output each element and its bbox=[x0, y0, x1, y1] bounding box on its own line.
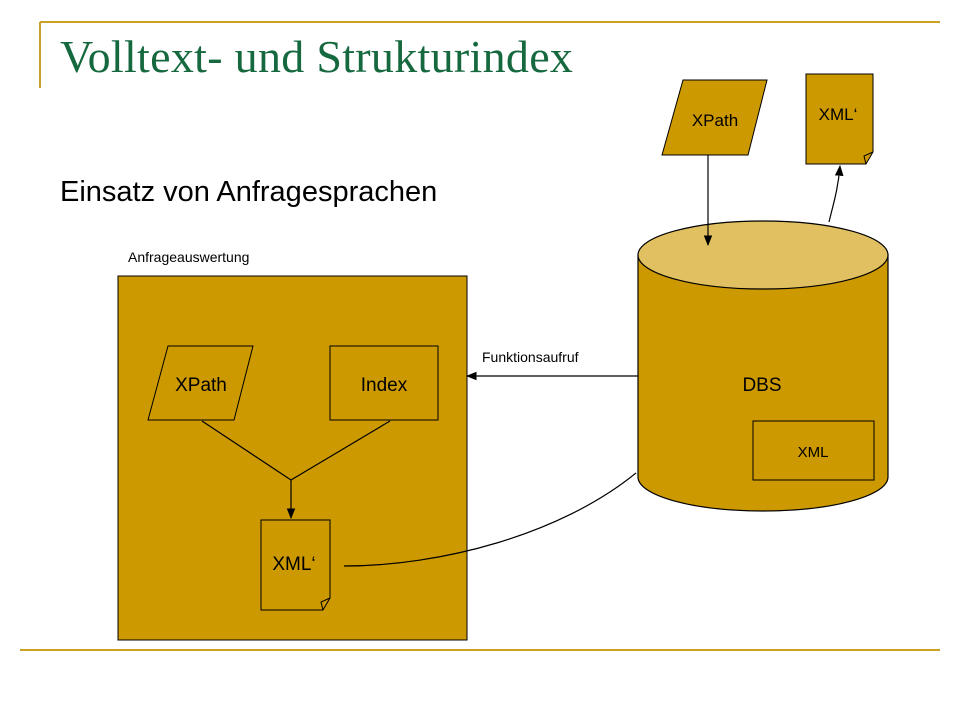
dbs-xml-box bbox=[752, 420, 875, 481]
top-xpath-label: XPath bbox=[692, 111, 738, 130]
inner-xml-document-icon bbox=[260, 519, 331, 611]
slide-title: Volltext- und Strukturindex bbox=[60, 31, 574, 82]
top-xml-result-label: XML‘ bbox=[819, 105, 858, 124]
inner-xpath-shape bbox=[147, 345, 254, 421]
result-return-curve bbox=[343, 472, 637, 567]
inner-index-box bbox=[329, 345, 439, 421]
function-call-label: Funktionsaufruf bbox=[482, 349, 579, 365]
merge-connectors bbox=[201, 420, 391, 520]
dbs-cylinder-top bbox=[637, 220, 889, 290]
query-evaluation-label: Anfrageauswertung bbox=[128, 249, 249, 265]
slide-subtitle: Einsatz von Anfragesprachen bbox=[60, 176, 438, 208]
top-xpath-shape bbox=[661, 79, 768, 156]
top-xml-document-icon bbox=[805, 73, 874, 165]
result-output-arrow bbox=[828, 164, 844, 223]
dbs-xml-label: XML bbox=[798, 444, 829, 461]
dbs-label: DBS bbox=[742, 375, 781, 396]
inner-index-label: Index bbox=[361, 375, 408, 396]
inner-xpath-label: XPath bbox=[175, 375, 227, 396]
slide-frame bbox=[20, 21, 940, 651]
inner-xml-result-label: XML‘ bbox=[272, 554, 315, 575]
